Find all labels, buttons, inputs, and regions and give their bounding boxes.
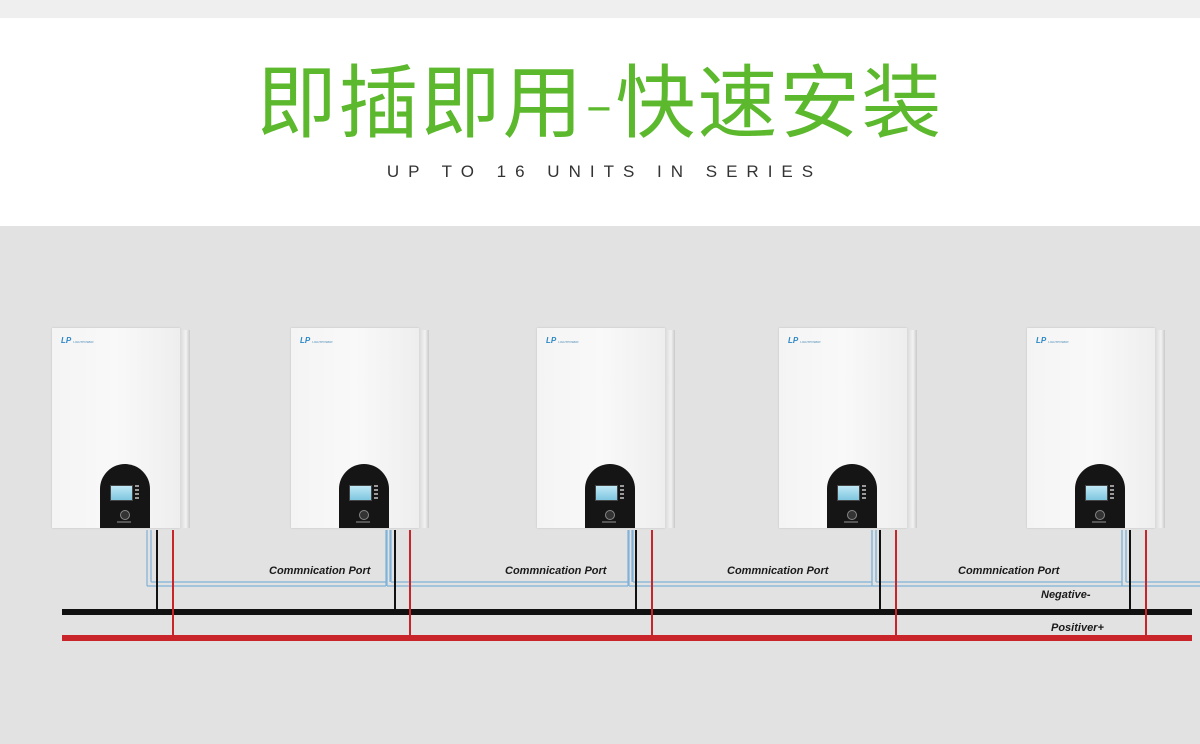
power-label-mark xyxy=(1092,521,1106,523)
control-panel xyxy=(827,464,877,528)
page-title: 即插即用-快速安装 xyxy=(256,57,944,150)
comm-port-label: Commnication Port xyxy=(958,565,1060,577)
comm-port-label: Commnication Port xyxy=(269,565,371,577)
lcd-screen xyxy=(837,485,860,501)
panel-buttons xyxy=(1110,485,1114,500)
power-button-icon xyxy=(605,510,615,520)
drop-wires xyxy=(156,530,1147,638)
power-label-mark xyxy=(844,521,858,523)
power-label-mark xyxy=(117,521,131,523)
power-label-mark xyxy=(356,521,370,523)
battery-side xyxy=(665,330,675,528)
bus-lines xyxy=(62,609,1192,641)
lcd-screen xyxy=(595,485,618,501)
power-button-icon xyxy=(359,510,369,520)
positive-label: Positiver+ xyxy=(1051,622,1104,634)
lcd-screen xyxy=(349,485,372,501)
battery-side xyxy=(907,330,917,528)
control-panel xyxy=(1075,464,1125,528)
panel-buttons xyxy=(862,485,866,500)
battery-side xyxy=(419,330,429,528)
panel-buttons xyxy=(374,485,378,500)
power-button-icon xyxy=(847,510,857,520)
comm-port-label: Commnication Port xyxy=(727,565,829,577)
control-panel xyxy=(339,464,389,528)
power-button-icon xyxy=(1095,510,1105,520)
battery-side xyxy=(180,330,190,528)
panel-buttons xyxy=(620,485,624,500)
lcd-screen xyxy=(1085,485,1108,501)
page-subtitle: UP TO 16 UNITS IN SERIES xyxy=(386,162,823,181)
communication-lines xyxy=(146,530,1200,587)
power-button-icon xyxy=(120,510,130,520)
lcd-screen xyxy=(110,485,133,501)
power-label-mark xyxy=(602,521,616,523)
comm-port-label: Commnication Port xyxy=(505,565,607,577)
control-panel xyxy=(100,464,150,528)
top-bar xyxy=(0,0,1200,18)
battery-side xyxy=(1155,330,1165,528)
control-panel xyxy=(585,464,635,528)
panel-buttons xyxy=(135,485,139,500)
negative-label: Negative- xyxy=(1041,589,1091,601)
